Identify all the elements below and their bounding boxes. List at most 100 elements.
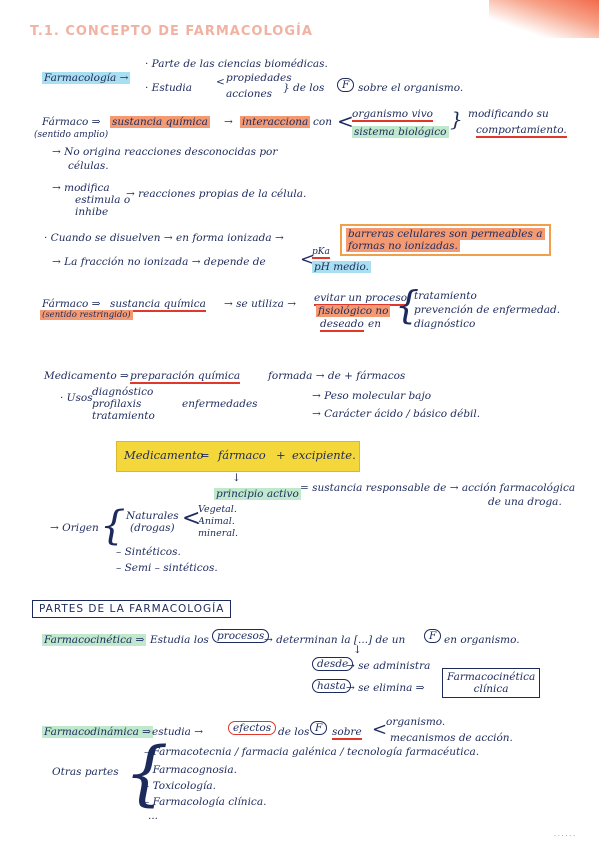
type-mineral: mineral. [198, 528, 239, 539]
opt-tratamiento: tratamiento [414, 290, 477, 302]
se-utiliza: → se utiliza → [224, 298, 297, 310]
down-arrow: ↓ [232, 472, 241, 484]
formula-eq: = [200, 448, 210, 462]
peso-molecular: → Peso molecular bajo [312, 390, 432, 402]
drogas: (drogas) [130, 522, 175, 534]
naturales: Naturales [126, 510, 179, 522]
f-circle-2: F [424, 629, 442, 643]
fisiologico-no: fisiológico no [316, 305, 391, 317]
organismo-vivo: organismo vivo [352, 108, 433, 122]
uso-tratamiento: tratamiento [92, 410, 155, 422]
brace-lt-origen: < [182, 506, 201, 531]
medicamento-term: Medicamento ⇒ [44, 370, 129, 382]
arrow-1: → [224, 116, 233, 128]
farmacologia-line1: · Parte de las ciencias biomédicas. [145, 58, 328, 70]
propiedades-label: propiedades [226, 72, 292, 84]
partes-header: PARTES DE LA FARMACOLOGÍA [32, 600, 232, 618]
fd-de-los: de los [278, 726, 310, 738]
otra-parte-5: ... [148, 810, 159, 822]
f-circle: F [337, 78, 355, 92]
fc-estudia: Estudia los [150, 634, 209, 646]
down-arrow-2: ↓ [353, 644, 362, 656]
inhibe: inhibe [75, 206, 109, 218]
brace-otras: { [124, 732, 169, 814]
evitar-proceso: evitar un proceso [314, 292, 408, 306]
principio-activo: principio activo [214, 488, 301, 500]
modifica: → modifica [52, 182, 110, 194]
type-animal: Animal. [198, 516, 235, 527]
brace-origen: { [100, 503, 126, 549]
farmacodinamica-term: Farmacodinámica ⇒ [42, 726, 153, 738]
brace-farmaco2: { [395, 283, 420, 327]
farmaco-term-2: Fármaco ⇒ [42, 298, 101, 310]
brace-lt-fd: < [372, 719, 388, 740]
origen-label: → Origen [50, 522, 99, 534]
otra-parte-4: – Farmacología clínica. [144, 796, 267, 808]
fd-estudia: estudia → [152, 726, 204, 738]
brace-open: < [216, 76, 225, 88]
no-origina: → No origina reacciones desconocidas por [52, 146, 278, 158]
opt-prevencion: prevención de enfermedad. [414, 304, 561, 316]
sentido-amplio: (sentido amplio) [34, 130, 109, 140]
interacciona: interacciona [240, 116, 311, 128]
otra-parte-3: – Toxicología. [144, 780, 216, 792]
farmacocinetica-term: Farmacocinética ⇒ [42, 634, 147, 646]
usos-label: · Usos [60, 392, 93, 404]
preparacion-quimica: preparación química [130, 370, 241, 384]
farmacologia-line2c: sobre el organismo. [358, 82, 464, 94]
principio-def: = sustancia responsable de → acción farm… [300, 482, 576, 494]
de-una-droga: de una droga. [488, 496, 562, 508]
farmaco-term-1: Fármaco ⇒ [42, 116, 101, 128]
corner-decoration [489, 0, 599, 38]
hasta-circle: hasta [312, 679, 351, 693]
desde-circle: desde [312, 657, 354, 671]
formada: formada → de + fármacos [268, 370, 406, 382]
formula-excipiente: excipiente. [292, 448, 356, 462]
otra-parte-1: – Farmacotecnia / farmacia galénica / te… [144, 746, 480, 758]
opt-diagnostico: diagnóstico [414, 318, 476, 330]
pka: pKa [312, 247, 330, 259]
brace-lt-2: < [300, 249, 316, 270]
se-elimina: → se elimina ⇒ [346, 682, 425, 694]
sentido-restringido: (sentido restringido) [40, 310, 133, 320]
acciones-label: acciones [226, 88, 273, 100]
en-label: en [368, 318, 381, 330]
fraccion: → La fracción no ionizada → depende de [52, 256, 266, 268]
sustancia-quimica-2: sustancia química [110, 298, 206, 312]
fc-end: en organismo. [444, 634, 520, 646]
farmacologia-line2b: } de los [283, 82, 325, 94]
caracter: → Carácter ácido / básico débil. [312, 408, 481, 420]
se-administra: → se administra [346, 660, 431, 672]
efectos-circle: efectos [228, 721, 277, 735]
sinteticos: – Sintéticos. [116, 546, 181, 558]
enfermedades: enfermedades [182, 398, 258, 410]
sustancia-quimica-1: sustancia química [110, 116, 210, 128]
formula-medicamento: Medicamento [124, 448, 204, 462]
celulas: células. [68, 160, 109, 172]
con-label: con [313, 116, 332, 128]
otra-parte-2: – Farmacognosia. [144, 764, 238, 776]
brace-lt: < [337, 109, 354, 133]
farmacologia-line2a: · Estudia [145, 82, 193, 94]
fc-determinan: → determinan la [...] de un [264, 634, 406, 646]
uso-profilaxis: profilaxis [92, 398, 142, 410]
formula-box [116, 441, 360, 472]
reacciones-propias: → reacciones propias de la célula. [126, 188, 307, 200]
formula-plus: + [276, 448, 286, 462]
formula-farmaco: fármaco [218, 448, 266, 462]
brace-close: } [450, 107, 463, 131]
deseado: deseado [320, 318, 364, 332]
semi-sinteticos: – Semi – sintéticos. [116, 562, 218, 574]
comportamiento: comportamiento. [476, 124, 567, 138]
ph-medio: pH medio. [312, 261, 371, 273]
footer-mark: · · · · · · [554, 833, 575, 840]
modificando: modificando su [468, 108, 549, 120]
uso-diagnostico: diagnóstico [92, 386, 154, 398]
cuando-disuelven: · Cuando se disuelven → en forma ionizad… [44, 232, 284, 244]
sistema-biologico: sistema biológico [352, 126, 449, 138]
otras-partes: Otras partes [52, 766, 119, 778]
type-vegetal: Vegetal. [198, 504, 237, 515]
page-title: T.1. CONCEPTO DE FARMACOLOGÍA [30, 24, 313, 39]
